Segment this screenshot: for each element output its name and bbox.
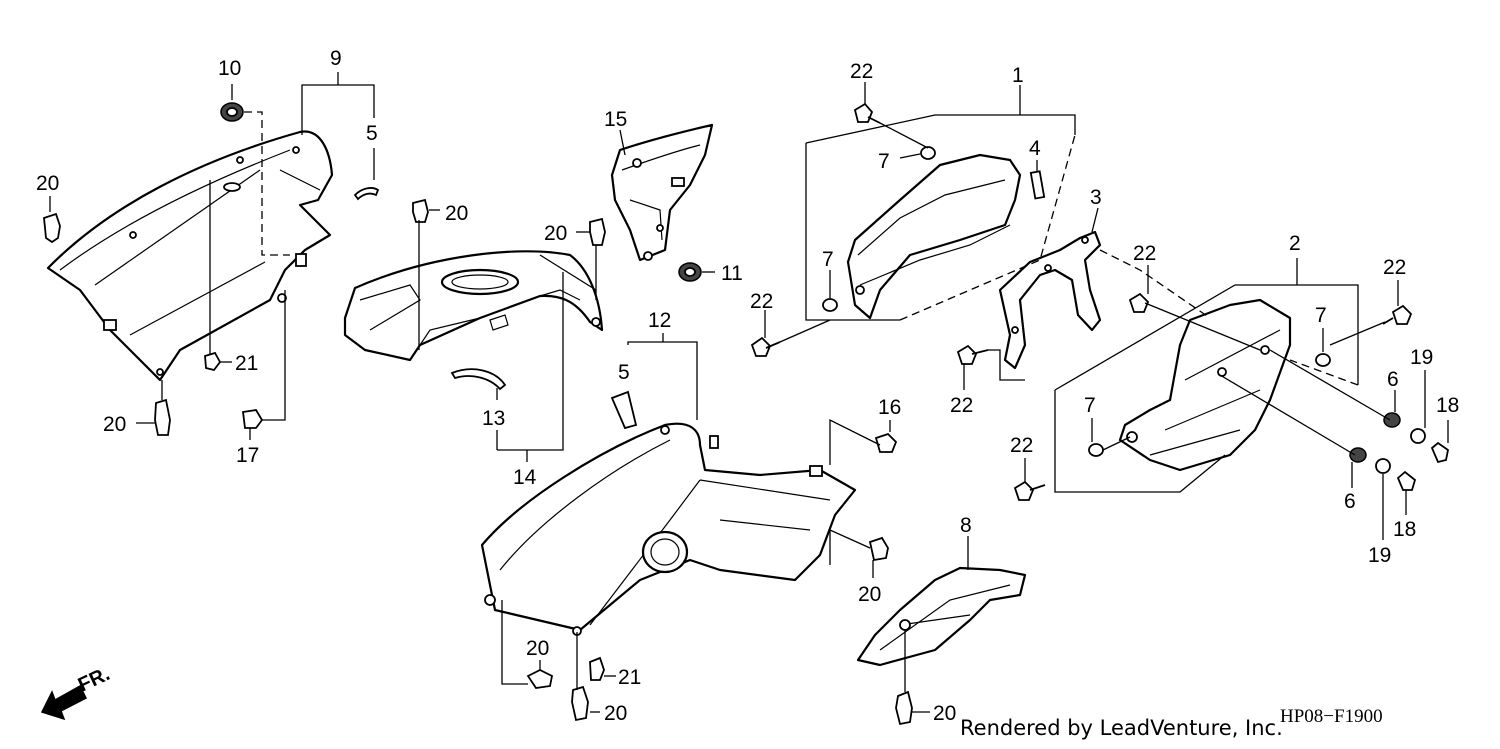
callout-20-center: 20 [544, 222, 567, 245]
strip-part [610, 390, 638, 430]
bolt-17 [241, 409, 264, 429]
callout-21-left: 21 [235, 352, 258, 375]
callout-20-right-of-12: 20 [858, 583, 881, 606]
clip-part-upper [353, 187, 380, 201]
callout-19-lower: 19 [1368, 544, 1391, 567]
callout-18-lower: 18 [1393, 518, 1416, 541]
bolt-22c [1128, 292, 1150, 313]
callout-22-right: 22 [1383, 256, 1406, 279]
callout-1: 1 [1012, 64, 1024, 87]
curved-strip-part [450, 368, 507, 391]
callout-18-upper: 18 [1436, 394, 1459, 417]
callout-14: 14 [513, 466, 537, 489]
callout-8: 8 [960, 514, 972, 537]
callout-10: 10 [218, 57, 241, 80]
upper-shield-part [846, 153, 1022, 320]
callout-7-right: 7 [1315, 304, 1327, 327]
small-pin-part [1029, 170, 1046, 200]
callout-20-upper-left: 20 [36, 172, 59, 195]
lower-shield-part [1118, 298, 1292, 472]
tank-cover-part [343, 250, 604, 362]
front-direction-arrow: FR. [40, 663, 113, 721]
collar-7c [1315, 353, 1331, 367]
callout-22-top: 22 [850, 60, 873, 83]
screw-21a [204, 351, 222, 372]
washer-19a [1410, 428, 1426, 444]
diagram-code: HP08−F1900 [1280, 706, 1383, 727]
callout-7-top: 7 [878, 150, 890, 173]
callout-4: 4 [1029, 137, 1041, 160]
fastener-20h [895, 690, 913, 726]
callout-labels: 9 10 5 20 21 20 17 20 13 14 20 15 11 12 … [36, 47, 1459, 725]
callout-22-left: 22 [750, 290, 773, 313]
washer-19b [1375, 458, 1391, 474]
callout-16: 16 [878, 396, 901, 419]
leader-lines [49, 72, 1449, 713]
callout-2: 2 [1289, 232, 1301, 255]
fastener-20e [868, 536, 889, 562]
callout-20-tank: 20 [445, 202, 468, 225]
side-cover-part [480, 422, 857, 636]
bolt-22e [1382, 304, 1413, 325]
collar-7b [822, 298, 838, 312]
callout-9: 9 [330, 47, 342, 70]
bolt-22a [853, 102, 881, 124]
collar-7d [1088, 443, 1104, 457]
fastener-20b [154, 398, 171, 436]
callout-19-upper: 19 [1410, 346, 1433, 369]
bolt-16 [874, 432, 898, 453]
callout-7-left: 7 [822, 248, 834, 271]
grommet-10 [220, 102, 244, 122]
callout-11: 11 [721, 262, 743, 285]
fastener-20f [526, 668, 554, 689]
grommet-11 [678, 262, 702, 282]
inner-cover-part [610, 123, 714, 262]
callout-22-bracket: 22 [950, 394, 973, 417]
bolt-22f [1013, 480, 1046, 501]
callout-17: 17 [236, 444, 259, 467]
fastener-20d [589, 217, 606, 246]
fastener-20c [412, 198, 429, 223]
bolt-22d [956, 344, 989, 365]
bracket-part [998, 230, 1102, 370]
callout-20-bottom-right: 20 [933, 702, 956, 725]
callout-5-upper: 5 [366, 122, 378, 145]
callout-3: 3 [1090, 186, 1102, 209]
fastener-20a [43, 212, 61, 244]
bolt-18b [1396, 470, 1417, 491]
bolt-18a [1430, 441, 1449, 464]
callout-20-bottom-b: 20 [604, 702, 627, 725]
callout-13: 13 [482, 407, 505, 430]
callout-20-bottom-a: 20 [526, 637, 549, 660]
collar-7a [920, 146, 936, 160]
callout-15: 15 [604, 108, 627, 131]
nut-6a [1383, 412, 1401, 428]
callout-6-lower: 6 [1344, 490, 1356, 513]
callout-5-lower: 5 [618, 361, 630, 384]
footer-credit: Rendered by LeadVenture, Inc. [960, 716, 1283, 740]
callout-6-upper: 6 [1387, 368, 1399, 391]
callout-22-lower: 22 [1010, 434, 1033, 457]
callout-7-lower: 7 [1084, 394, 1096, 417]
callout-20-lower-left: 20 [103, 413, 126, 436]
front-fender-part [46, 130, 334, 382]
callout-21-bottom: 21 [618, 666, 641, 689]
bolt-22b [750, 336, 781, 357]
fastener-20g [571, 685, 589, 722]
callout-12: 12 [648, 309, 671, 332]
screw-21b [589, 656, 605, 681]
lower-guard-part [856, 566, 1027, 667]
callout-22-middle: 22 [1133, 242, 1156, 265]
nut-6b [1349, 447, 1367, 463]
